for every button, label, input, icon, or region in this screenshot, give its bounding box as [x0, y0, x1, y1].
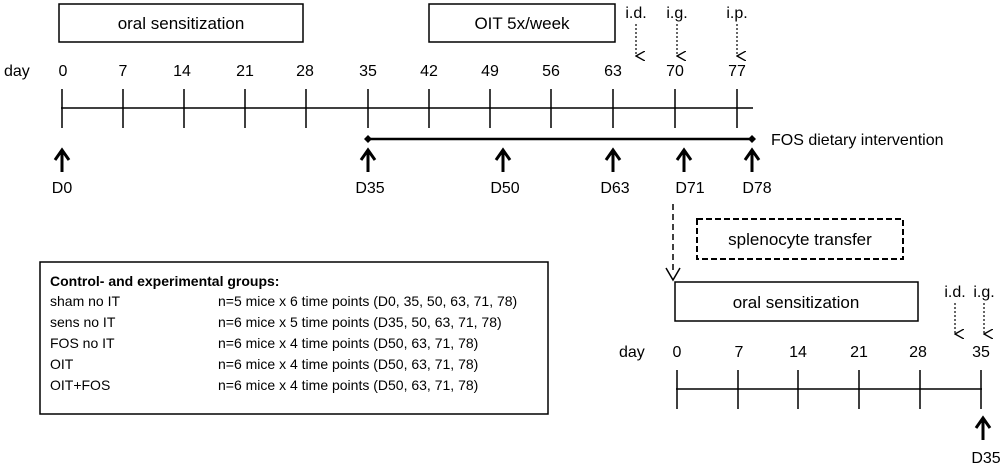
day-tick-label: 63 [604, 63, 622, 80]
sampling-label: D35 [971, 450, 1000, 467]
group-name: FOS no IT [50, 335, 115, 351]
day-tick-label: 56 [542, 63, 560, 80]
up-arrow-icon [494, 147, 512, 172]
challenge-id-2: i.d. [944, 284, 966, 334]
day-tick-label: 14 [789, 344, 807, 361]
diamond-marker [748, 135, 756, 143]
phase-box-oral-sensitization-2: oral sensitization [674, 281, 919, 322]
day-tick-label: 35 [972, 344, 990, 361]
day-tick-label: 21 [850, 344, 868, 361]
day-tick-labels-2: 0 7 14 21 28 35 [673, 344, 990, 361]
sampling-point-d71: D71 [675, 147, 705, 197]
day-tick-label: 21 [236, 63, 254, 80]
day-tick-label: 49 [481, 63, 499, 80]
phase-box-oit: OIT 5x/week [428, 3, 616, 43]
up-arrow-icon [53, 147, 71, 172]
group-row: FOS no IT n=6 mice x 4 time points (D50,… [50, 335, 478, 351]
phase-box-label: oral sensitization [118, 14, 245, 33]
group-detail: n=6 mice x 4 time points (D50, 63, 71, 7… [218, 377, 478, 393]
group-detail: n=6 mice x 4 time points (D50, 63, 71, 7… [218, 356, 478, 372]
challenge-label: i.g. [973, 284, 994, 301]
day-tick-label: 70 [666, 63, 684, 80]
up-arrow-icon [675, 147, 693, 172]
phase-box-label: oral sensitization [733, 293, 860, 312]
group-name: sens no IT [50, 314, 116, 330]
day-tick-labels: 0 7 14 21 28 35 42 49 56 63 70 77 [59, 63, 746, 80]
day-tick-label: 35 [359, 63, 377, 80]
sampling-label: D78 [742, 180, 771, 197]
day-ticks [61, 89, 738, 128]
timeline-2: oral sensitization i.d. i.g. day 0 7 14 … [619, 281, 1001, 467]
challenge-ig-2: i.g. [973, 284, 995, 334]
challenge-label: i.g. [666, 5, 687, 22]
challenge-label: i.p. [726, 5, 747, 22]
diamond-marker [364, 135, 372, 143]
group-name: sham no IT [50, 293, 120, 309]
sampling-point-d63: D63 [600, 147, 630, 197]
challenge-label: i.d. [625, 5, 646, 22]
day-tick-label: 77 [728, 63, 746, 80]
day-tick-label: 7 [119, 63, 128, 80]
sampling-points: D0 D35 D50 D63 D71 D78 [52, 147, 772, 197]
day-tick-label: 7 [735, 344, 744, 361]
day-tick-label: 42 [420, 63, 438, 80]
splenocyte-transfer-label: splenocyte transfer [728, 230, 872, 249]
day-tick-label: 0 [59, 63, 68, 80]
day-tick-label: 0 [673, 344, 682, 361]
group-row: sham no IT n=5 mice x 6 time points (D0,… [50, 293, 517, 309]
group-row: OIT n=6 mice x 4 time points (D50, 63, 7… [50, 356, 478, 372]
day-label: day [4, 63, 30, 80]
sampling-label: D50 [490, 180, 519, 197]
sampling-point-d50: D50 [490, 147, 520, 197]
group-name: OIT [50, 356, 74, 372]
group-row: OIT+FOS n=6 mice x 4 time points (D50, 6… [50, 377, 478, 393]
sampling-point-d35: D35 [355, 147, 385, 197]
sampling-point-d78: D78 [742, 147, 772, 197]
up-arrow-icon [974, 415, 992, 440]
group-row: sens no IT n=6 mice x 5 time points (D35… [50, 314, 502, 330]
fos-intervention-bar: FOS dietary intervention [364, 132, 944, 149]
day-tick-label: 28 [296, 63, 314, 80]
sampling-label: D63 [600, 180, 629, 197]
sampling-point-d35-2: D35 [971, 415, 1001, 467]
groups-legend-title: Control- and experimental groups: [50, 273, 279, 289]
group-detail: n=6 mice x 5 time points (D35, 50, 63, 7… [218, 314, 502, 330]
timeline-1: oral sensitization OIT 5x/week i.d. i.g.… [4, 3, 944, 197]
day-label: day [619, 344, 645, 361]
phase-box-oral-sensitization: oral sensitization [58, 3, 304, 43]
splenocyte-transfer: splenocyte transfer [665, 204, 904, 282]
up-arrow-icon [604, 147, 622, 172]
sampling-label: D0 [52, 180, 73, 197]
challenge-id: i.d. [625, 5, 647, 56]
sampling-label: D71 [675, 180, 704, 197]
phase-box-label: OIT 5x/week [474, 14, 570, 33]
challenge-ip: i.p. [726, 5, 748, 56]
sampling-label: D35 [355, 180, 384, 197]
intervention-label: FOS dietary intervention [771, 132, 944, 149]
day-ticks-2 [676, 370, 982, 409]
groups-legend-box [39, 261, 549, 415]
challenge-label: i.d. [944, 284, 965, 301]
transfer-arrow-icon [665, 267, 681, 282]
sampling-point-d0: D0 [52, 147, 73, 197]
groups-legend: Control- and experimental groups: sham n… [39, 261, 549, 415]
splenocyte-transfer-box [696, 218, 904, 260]
up-arrow-icon [743, 147, 761, 172]
group-detail: n=5 mice x 6 time points (D0, 35, 50, 63… [218, 293, 517, 309]
group-detail: n=6 mice x 4 time points (D50, 63, 71, 7… [218, 335, 478, 351]
day-tick-label: 14 [173, 63, 191, 80]
challenge-ig: i.g. [666, 5, 688, 56]
day-tick-label: 28 [909, 344, 927, 361]
up-arrow-icon [359, 147, 377, 172]
group-name: OIT+FOS [50, 377, 110, 393]
